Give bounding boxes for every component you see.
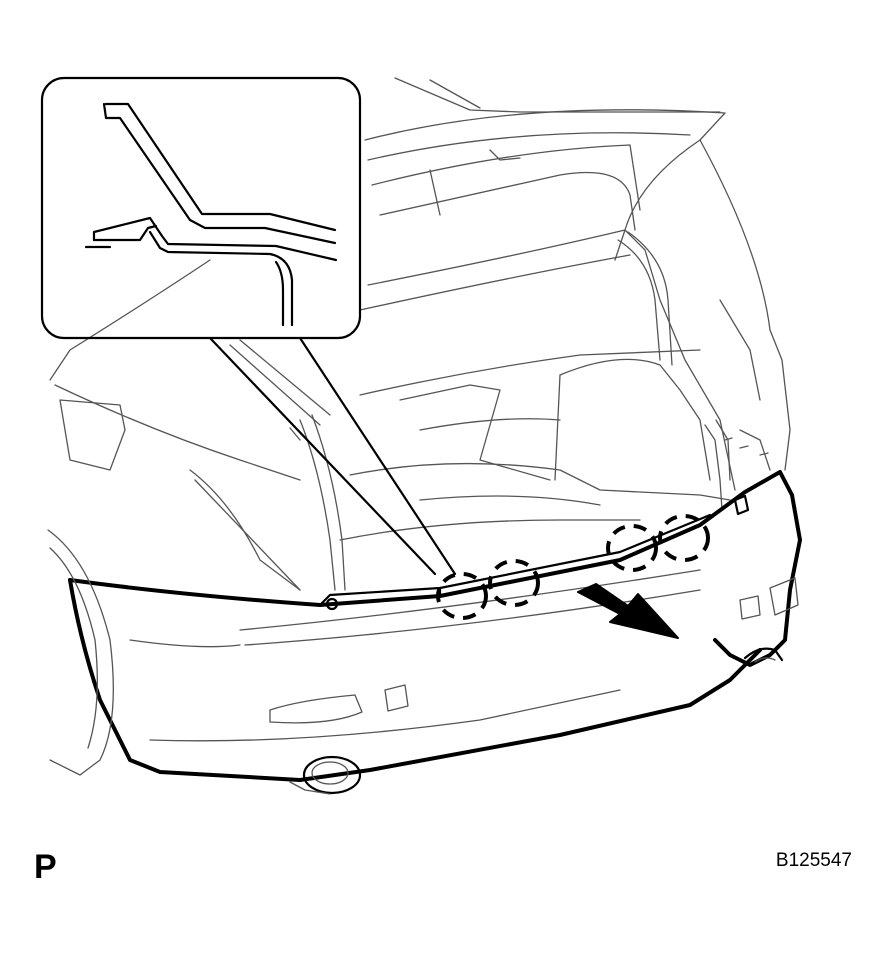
inset-frame <box>40 76 362 340</box>
clip-cross-section <box>84 102 338 327</box>
clip-marker-3 <box>606 524 658 572</box>
view-label: P <box>34 848 57 886</box>
figure-code: B125547 <box>776 850 852 871</box>
car-body-outline <box>49 77 791 591</box>
exhaust-tip-right <box>743 647 784 663</box>
rear-bumper-cover <box>68 437 802 782</box>
detail-inset <box>40 76 457 576</box>
inset-leader-line <box>208 336 457 576</box>
clip-marker-1 <box>436 572 488 620</box>
clip-locations <box>436 514 710 620</box>
exhaust-tip-left <box>289 755 362 795</box>
removal-direction-arrow <box>577 583 679 639</box>
clip-marker-4 <box>658 514 710 562</box>
rear-wheel-arc <box>47 529 114 776</box>
clip-marker-2 <box>488 559 540 607</box>
